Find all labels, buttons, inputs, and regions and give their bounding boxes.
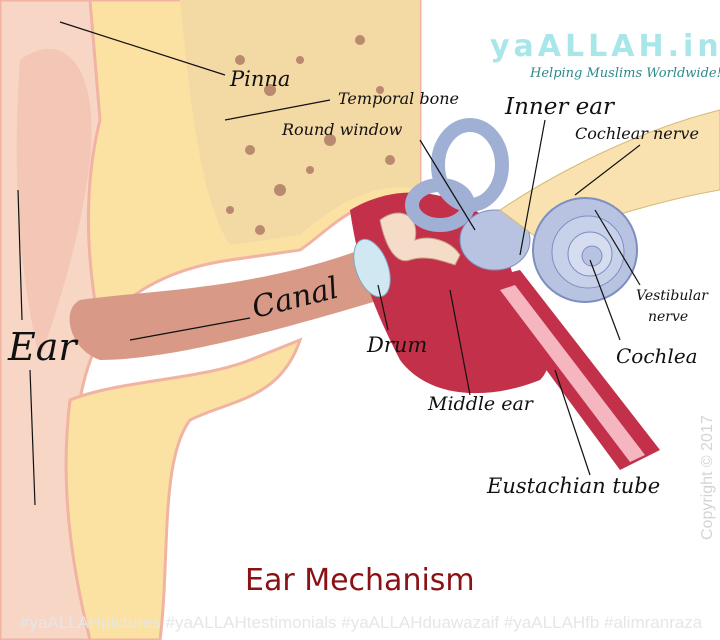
label-cochlea: Cochlea <box>616 344 698 368</box>
label-drum: Drum <box>366 333 427 357</box>
logo-tagline: Helping Muslims Worldwide! <box>529 66 720 81</box>
pinna-fold <box>16 48 92 361</box>
hashtags-watermark: #yaALLAHpictures #yaALLAHtestimonials #y… <box>20 613 703 632</box>
label-round-window: Round window <box>281 120 403 139</box>
eustachian-tube-inner <box>500 285 645 462</box>
label-eustachian-tube: Eustachian tube <box>486 474 660 498</box>
label-vestibular-line2: nerve <box>648 309 688 325</box>
semicircular-canals <box>405 118 509 232</box>
bone-pores <box>226 35 395 235</box>
ear-canal <box>69 250 380 360</box>
label-middle-ear: Middle ear <box>427 393 535 415</box>
logo: yaALLAH.in <box>490 29 720 64</box>
label-ear: Ear <box>7 325 79 369</box>
label-cochlear-nerve: Cochlear nerve <box>575 124 699 143</box>
leader-lines <box>17 21 641 506</box>
label-inner-ear: Inner ear <box>504 94 616 120</box>
label-temporal-bone: Temporal bone <box>338 89 459 108</box>
eardrum <box>353 238 391 298</box>
copyright: Copyright © 2017 <box>699 415 716 540</box>
diagram-title: Ear Mechanism <box>245 563 475 598</box>
label-vestibular-line1: Vestibular <box>636 288 709 304</box>
cartilage-lower <box>64 337 303 640</box>
cochlea-shape <box>532 197 638 303</box>
label-pinna: Pinna <box>229 67 290 91</box>
vestibule <box>459 209 531 271</box>
